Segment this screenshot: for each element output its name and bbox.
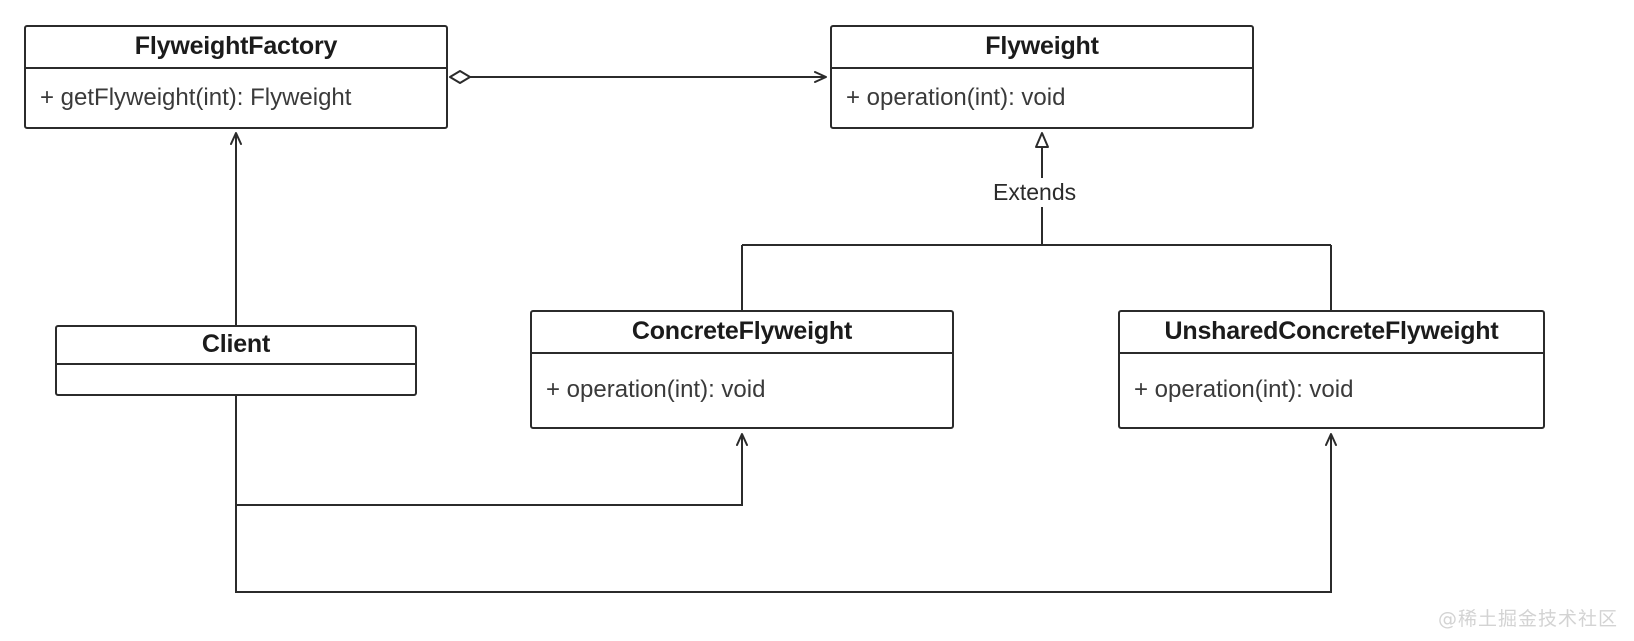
class-box-flyweightfactory[interactable]: FlyweightFactory + getFlyweight(int): Fl… (24, 25, 448, 129)
class-name-client: Client (57, 327, 415, 365)
class-name-flyweightfactory: FlyweightFactory (26, 27, 446, 69)
class-members-flyweightfactory: + getFlyweight(int): Flyweight (40, 83, 352, 111)
edge-generalization-tree (741, 132, 1332, 310)
class-name-unsharedconcreteflyweight: UnsharedConcreteFlyweight (1120, 312, 1543, 354)
class-members-concreteflyweight: + operation(int): void (546, 376, 766, 404)
class-name-flyweight: Flyweight (832, 27, 1252, 69)
class-members-flyweight: + operation(int): void (846, 83, 1066, 111)
class-box-client[interactable]: Client (55, 325, 417, 396)
class-name-concreteflyweight: ConcreteFlyweight (532, 312, 952, 354)
class-members-client (57, 365, 415, 394)
watermark: @稀土掘金技术社区 (1437, 608, 1618, 630)
class-box-concreteflyweight[interactable]: ConcreteFlyweight + operation(int): void (530, 310, 954, 429)
class-box-unsharedconcreteflyweight[interactable]: UnsharedConcreteFlyweight + operation(in… (1118, 310, 1545, 429)
edge-label-extends: Extends (986, 178, 1084, 208)
class-members-unsharedconcreteflyweight: + operation(int): void (1134, 376, 1354, 404)
class-box-flyweight[interactable]: Flyweight + operation(int): void (830, 25, 1254, 129)
